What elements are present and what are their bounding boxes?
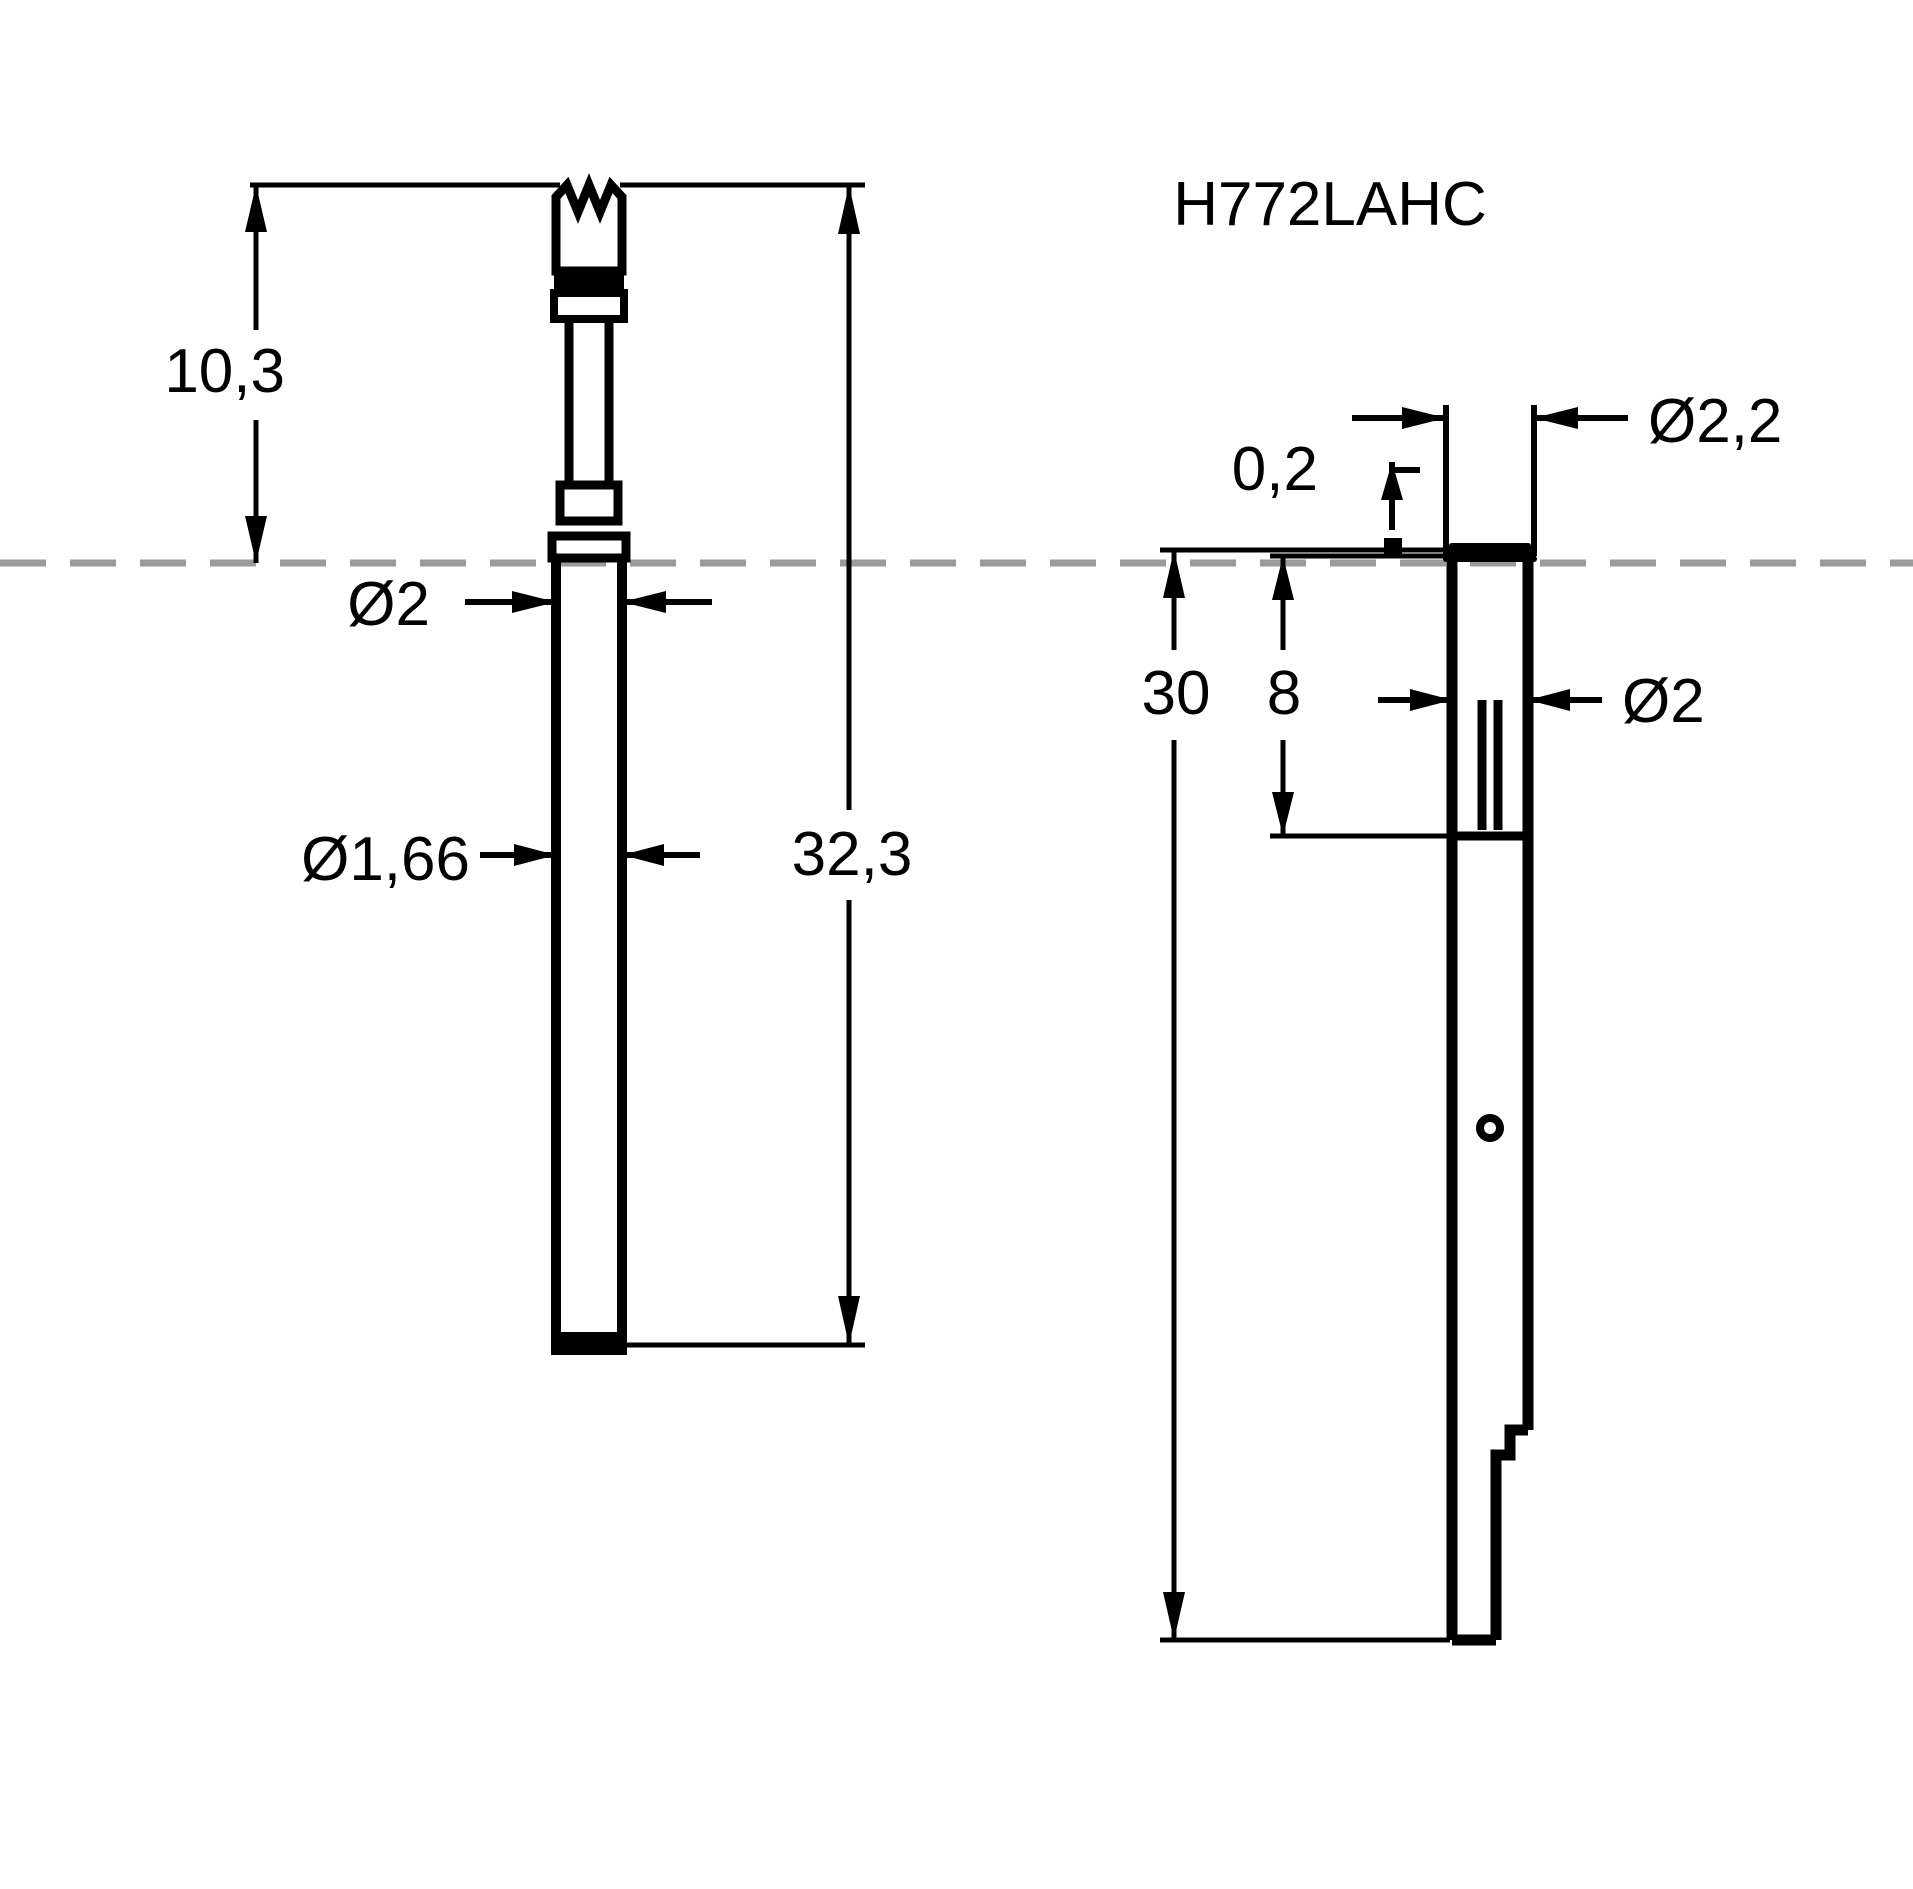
receptacle-internal-slot bbox=[1452, 700, 1528, 841]
receptacle-body bbox=[1446, 559, 1534, 1640]
probe-stop-ring bbox=[555, 480, 623, 526]
right-view-receptacle: Ø2,2 0,2 bbox=[1128, 387, 1782, 1646]
dimension-label-32-3: 32,3 bbox=[792, 820, 913, 889]
part-number-title: H772LAHC bbox=[1173, 170, 1487, 239]
dimension-32-3: 32,3 bbox=[620, 182, 950, 1348]
dimension-label-dia-1-66: Ø1,66 bbox=[301, 825, 470, 894]
dimension-30: 30 bbox=[1128, 547, 1450, 1643]
dimension-label-8: 8 bbox=[1267, 659, 1301, 728]
dimension-dia-1-66: Ø1,66 bbox=[301, 825, 700, 894]
dimension-label-10-3: 10,3 bbox=[164, 337, 285, 406]
dimension-label-30: 30 bbox=[1142, 659, 1211, 728]
receptacle-flange bbox=[1443, 543, 1537, 562]
probe-head-collar bbox=[550, 271, 628, 323]
dimension-0-2: 0,2 bbox=[1232, 435, 1420, 556]
dimension-10-3: 10,3 bbox=[164, 182, 560, 563]
dimension-label-dia-2-left: Ø2 bbox=[347, 570, 430, 639]
receptacle-tail-step bbox=[1452, 1424, 1528, 1646]
probe-barrel-lip bbox=[547, 531, 631, 563]
dimension-label-dia-2-right: Ø2 bbox=[1622, 667, 1705, 736]
dimension-label-dia-2-2: Ø2,2 bbox=[1648, 387, 1782, 456]
dimension-dia-2-2: Ø2,2 bbox=[1352, 387, 1782, 556]
receptacle-locating-hole bbox=[1476, 1114, 1504, 1142]
dimension-dia-2-left: Ø2 bbox=[347, 570, 712, 639]
probe-barrel-body bbox=[551, 558, 627, 1355]
left-view-probe: 10,3 Ø2 Ø1,66 bbox=[164, 173, 950, 1355]
dimension-label-0-2: 0,2 bbox=[1232, 435, 1318, 504]
probe-crown-tip bbox=[551, 173, 627, 276]
probe-plunger-shaft bbox=[564, 319, 614, 485]
dimension-dia-2-right: Ø2 bbox=[1378, 667, 1705, 736]
dimension-8: 8 bbox=[1248, 553, 1448, 839]
